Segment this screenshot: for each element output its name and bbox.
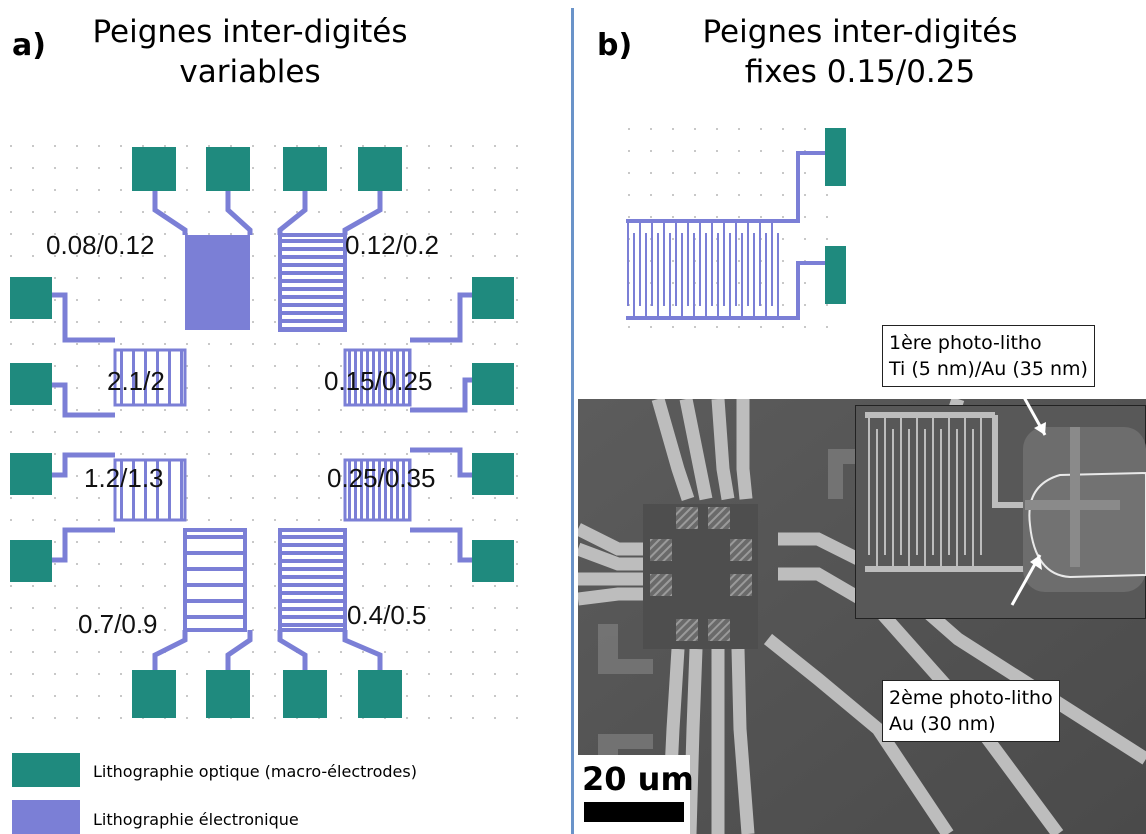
panel-a-letter: a) — [12, 28, 46, 63]
callout-second-photolitho: 2ème photo-litho Au (30 nm) — [882, 680, 1060, 742]
ratio-label-bottom-left: 0.7/0.9 — [78, 609, 158, 639]
panel-a-title-line1: Peignes inter-digités — [92, 14, 408, 50]
panel-divider — [571, 8, 574, 834]
legend-swatch-electronic — [12, 800, 80, 834]
panel-a-title-line2: variables — [179, 54, 321, 90]
comb-0.15-0.25 — [343, 348, 412, 407]
scale-bar — [584, 802, 684, 822]
panel-b-letter: b) — [597, 28, 633, 63]
callout-1-line1: 1ère photo-litho — [889, 332, 1042, 354]
panel-a-title: Peignes inter-digités variables — [60, 12, 440, 92]
callout-2-line1: 2ème photo-litho — [889, 687, 1053, 709]
comb-0.12-0.2 — [278, 233, 347, 332]
ratio-label-mid-left-1: 2.1/2 — [107, 366, 165, 396]
legend-label-optical: Lithographie optique (macro-électrodes) — [93, 762, 417, 781]
ratio-label-top-left: 0.08/0.12 — [46, 230, 155, 260]
sem-inset-zoom — [855, 405, 1146, 619]
callout-2-line2: Au (30 nm) — [889, 713, 996, 735]
fixed-comb-layout — [618, 118, 846, 330]
callout-first-photolitho: 1ère photo-litho Ti (5 nm)/Au (35 nm) — [882, 325, 1095, 387]
ratio-label-mid-left-2: 1.2/1.3 — [84, 463, 164, 493]
ratio-label-bottom-right: 0.4/0.5 — [347, 600, 427, 630]
comb-0.4-0.5 — [278, 528, 347, 632]
comb-0.7-0.9 — [183, 528, 247, 632]
comb-2.1-2 — [113, 348, 187, 407]
dot-grid-background — [0, 140, 520, 720]
panel-b-title-line2: fixes 0.15/0.25 — [744, 54, 976, 90]
legend-label-electronic: Lithographie électronique — [93, 810, 299, 829]
panel-b-title-line1: Peignes inter-digités — [702, 14, 1018, 50]
comb-0.08-0.12 — [185, 235, 250, 330]
macro-electrode-pads — [10, 147, 514, 718]
comb-1.2-1.3 — [113, 458, 187, 522]
legend-swatch-optical — [12, 753, 80, 787]
layout-diagram — [0, 140, 520, 720]
ratio-label-top-right: 0.12/0.2 — [345, 230, 439, 260]
comb-0.25-0.35 — [343, 458, 412, 522]
ratio-label-mid-right-1: 0.15/0.25 — [324, 366, 433, 396]
callout-arrows — [1010, 389, 1047, 606]
ratio-label-mid-right-2: 0.25/0.35 — [327, 463, 436, 493]
callout-1-line2: Ti (5 nm)/Au (35 nm) — [889, 358, 1088, 380]
scale-bar-label: 20 um — [582, 760, 694, 798]
panel-b-title: Peignes inter-digités fixes 0.15/0.25 — [660, 12, 1060, 92]
